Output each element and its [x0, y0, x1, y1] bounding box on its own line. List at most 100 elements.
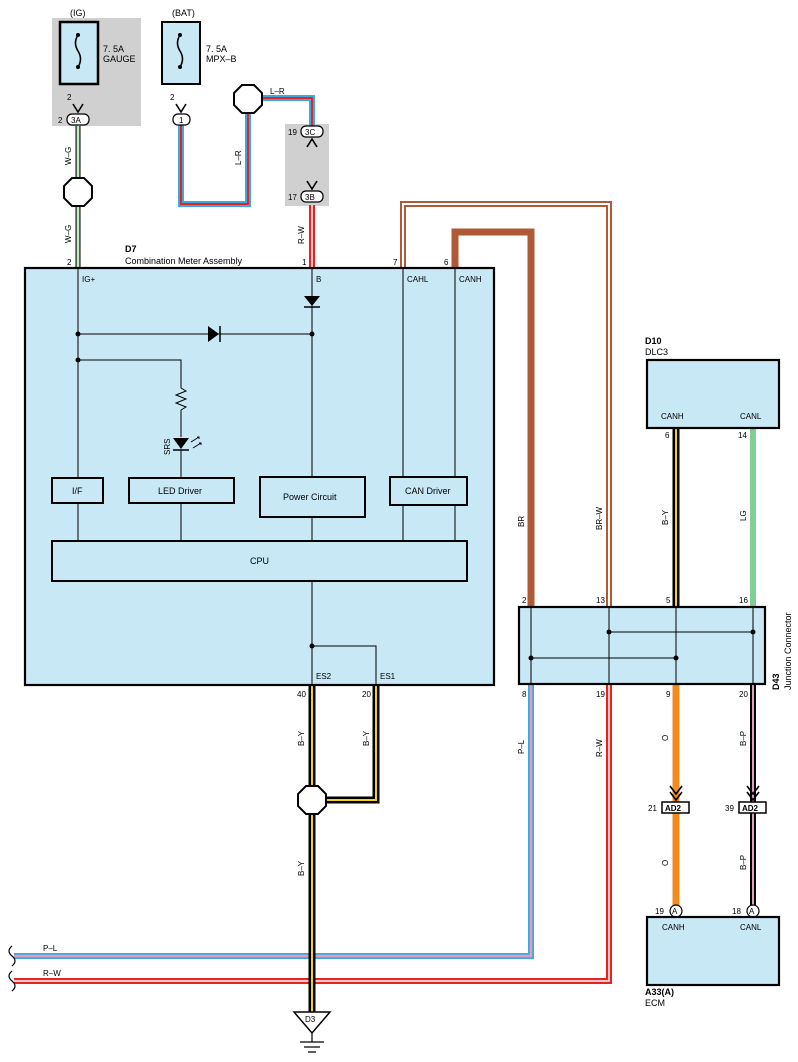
ig-fuse-rating: 7. 5A: [103, 44, 124, 54]
block-can-driver: CAN Driver: [389, 476, 468, 506]
d43-name: Junction Connector: [783, 612, 793, 690]
d43-junction-connector-box: [517, 605, 767, 686]
d10-canl: CANL: [740, 412, 762, 421]
ig-fuse-source-label: (IG): [70, 8, 86, 18]
d7-term-b: B: [316, 275, 321, 284]
splice-l-r: [233, 84, 263, 114]
d7-term-canh: CANH: [459, 275, 482, 284]
srs-label: SRS: [163, 439, 172, 455]
wire-label-b-y-20: B–Y: [362, 730, 371, 746]
pin-a33-19: 19: [655, 907, 664, 916]
block-led-driver: LED Driver: [128, 477, 235, 504]
block-can-driver-label: CAN Driver: [405, 486, 451, 496]
d7-code: D7: [125, 244, 137, 254]
connector-3c-label: 3C: [305, 128, 315, 137]
pin-3b: 17: [288, 193, 297, 202]
connector-1: 1: [172, 103, 191, 126]
wire-label-w-g-1: W–G: [64, 147, 73, 165]
pin-d7-1: 1: [302, 258, 307, 267]
bat-fuse-icon: [176, 34, 184, 68]
wire-b-y-ground: [308, 685, 380, 1012]
connector-3b-label: 3B: [305, 193, 315, 202]
pin-d43-16: 16: [739, 596, 748, 605]
wire-label-b-y-40: B–Y: [297, 730, 306, 746]
pin-d7-20: 20: [362, 690, 371, 699]
wire-label-left-p-l: P–L: [43, 944, 58, 953]
pin-d43-19: 19: [596, 690, 605, 699]
wire-r-w-bottom: [14, 684, 612, 984]
d7-term-cahl: CAHL: [407, 275, 429, 284]
d43-internal-bus: [530, 607, 754, 684]
d7-term-es1: ES1: [380, 672, 396, 681]
wire-br: [451, 228, 535, 608]
wire-label-o-1: O: [661, 735, 670, 741]
connector-ad2-right-label: AD2: [742, 804, 759, 813]
connector-a33-19-label: A: [672, 907, 678, 916]
pin-d43-9: 9: [666, 690, 671, 699]
d7-term-es2: ES2: [316, 672, 332, 681]
connector-a33-19: A: [669, 904, 683, 918]
pin-d7-40: 40: [297, 690, 306, 699]
wire-label-br: BR: [517, 516, 526, 527]
pin-d43-13: 13: [596, 596, 605, 605]
pin-d7-6: 6: [444, 258, 449, 267]
connector-a33-18-label: A: [749, 907, 755, 916]
wire-label-b-p-2: B–P: [739, 855, 748, 870]
pin-d10-14: 14: [738, 431, 747, 440]
block-power-circuit-label: Power Circuit: [283, 492, 337, 502]
wire-label-b-y-ground: B–Y: [297, 860, 306, 876]
bat-fuse-source-label: (BAT): [172, 8, 195, 18]
connector-3a-label: 3A: [71, 116, 81, 125]
connector-1-label: 1: [179, 116, 184, 125]
pin-ig-3a: 2: [58, 116, 63, 125]
a33-canh: CANH: [662, 923, 685, 932]
d10-name: DLC3: [645, 347, 668, 357]
pin-d43-2: 2: [522, 596, 527, 605]
connector-3a: 3A: [66, 103, 90, 126]
wire-label-lg: LG: [739, 510, 748, 521]
block-cpu-label: CPU: [250, 556, 269, 566]
d10-dlc3-box: [645, 358, 781, 430]
wire-break-icon: [8, 945, 16, 992]
wire-l-r: [178, 95, 315, 207]
bat-fuse-rating: 7. 5A: [206, 44, 227, 54]
wire-label-b-p-1: B–P: [739, 731, 748, 746]
splice-w-g: [63, 177, 93, 207]
pin-d10-6: 6: [665, 431, 670, 440]
wire-label-r-w-1: R–W: [297, 226, 306, 244]
block-power-circuit: Power Circuit: [259, 476, 366, 518]
pin-d43-5: 5: [666, 596, 671, 605]
pin-ad2-39: 39: [725, 804, 734, 813]
connector-a33-18: A: [746, 904, 760, 918]
connector-ad2-right: AD2: [738, 785, 767, 814]
ground-d3-label: D3: [305, 1015, 316, 1024]
pin-d7-7: 7: [393, 258, 398, 267]
a33-code: A33(A): [645, 987, 674, 997]
block-cpu: CPU: [51, 540, 468, 582]
wire-label-left-r-w: R–W: [43, 969, 61, 978]
d10-code: D10: [645, 336, 662, 346]
connector-3b: 3B: [300, 180, 324, 203]
wire-label-b-y-dlc: B–Y: [661, 509, 670, 525]
wire-p-l: [14, 684, 534, 959]
d7-b-diode-icon: [304, 296, 320, 308]
wire-label-l-r-1: L–R: [270, 87, 285, 96]
ig-fuse-box: [58, 20, 100, 86]
pin-a33-18: 18: [732, 907, 741, 916]
pin-d7-2: 2: [67, 258, 72, 267]
ground-d3: D3: [292, 1011, 332, 1053]
d10-canh: CANH: [661, 412, 684, 421]
wire-label-l-r-2: L–R: [234, 150, 243, 165]
pin-d43-20: 20: [739, 690, 748, 699]
wire-label-r-w-2: R–W: [595, 739, 604, 757]
d43-code: D43: [771, 673, 781, 690]
connector-ad2-left-label: AD2: [665, 804, 682, 813]
ig-fuse-name: GAUGE: [103, 54, 136, 64]
pin-d43-8: 8: [522, 690, 527, 699]
block-if: I/F: [51, 477, 104, 504]
wire-label-br-w: BR–W: [595, 506, 604, 530]
wire-label-w-g-2: W–G: [64, 225, 73, 243]
block-if-label: I/F: [72, 486, 83, 496]
block-led-driver-label: LED Driver: [158, 486, 202, 496]
